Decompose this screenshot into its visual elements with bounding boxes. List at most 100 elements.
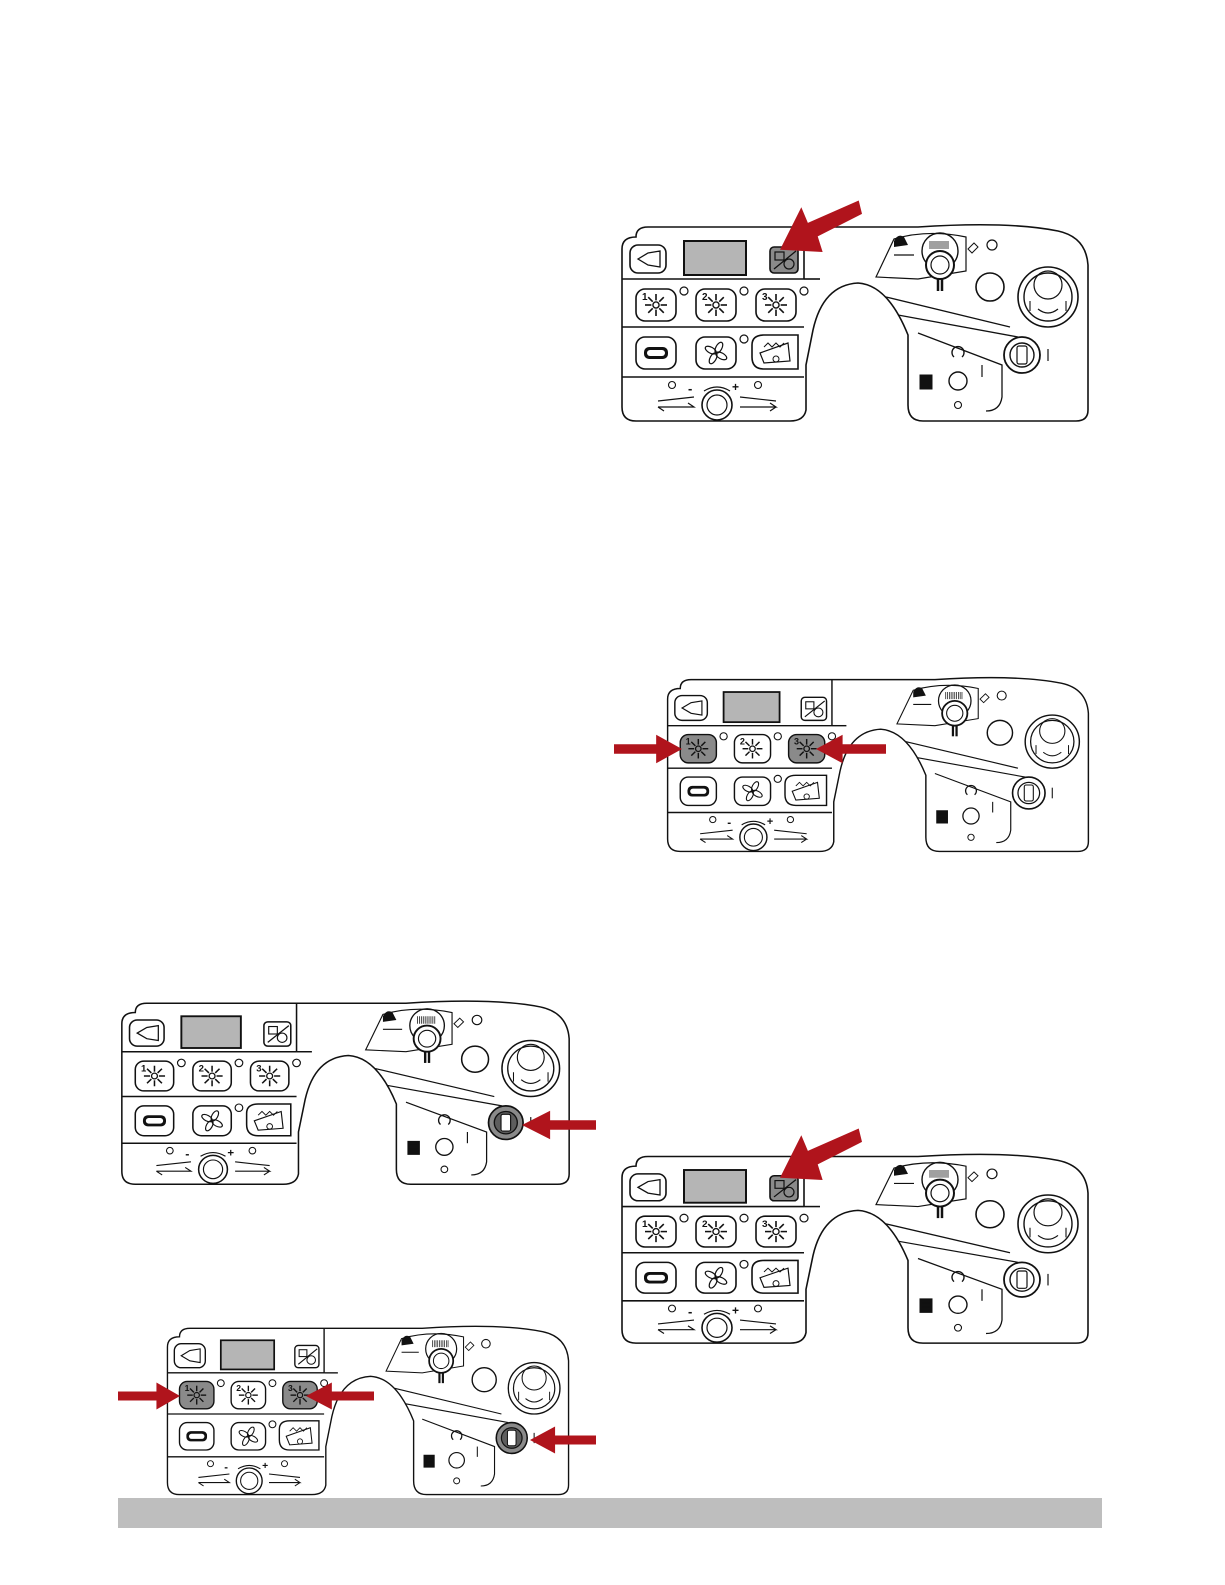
svg-text:-: - xyxy=(185,1147,189,1161)
svg-text:-: - xyxy=(688,1304,692,1319)
svg-text:+: + xyxy=(227,1147,234,1159)
svg-text:+: + xyxy=(262,1461,268,1472)
direction-switch-icon xyxy=(366,1009,489,1072)
speed-control-knob: -+ xyxy=(198,1461,300,1494)
key-switch-icon xyxy=(1013,777,1053,809)
detergent-icon xyxy=(785,775,827,805)
lcd-display xyxy=(684,1170,746,1203)
reset-icon xyxy=(424,1431,477,1484)
sun-brush-pressure-icon-1: 1 xyxy=(179,1380,224,1409)
emergency-stop-button xyxy=(1018,267,1078,327)
emergency-stop-button xyxy=(502,1041,560,1097)
sun-brush-pressure-icon-3: 3 xyxy=(250,1059,300,1091)
horn-icon xyxy=(630,1174,666,1201)
direction-switch-icon xyxy=(876,1162,1004,1227)
svg-text:3: 3 xyxy=(762,1219,768,1230)
vacuum-fan-icon xyxy=(734,775,781,805)
detergent-icon xyxy=(752,1260,798,1293)
callout-arrow-settings-4 xyxy=(780,1124,862,1180)
callout-arrow-settings-1 xyxy=(780,196,862,252)
lcd-display xyxy=(724,692,780,722)
svg-text:1: 1 xyxy=(642,292,648,303)
vacuum-fan-icon xyxy=(193,1104,243,1136)
sun-brush-pressure-icon-2: 2 xyxy=(231,1380,276,1409)
svg-text:-: - xyxy=(727,817,731,830)
squeegee-icon xyxy=(135,1106,173,1136)
svg-text:1: 1 xyxy=(642,1219,648,1230)
sun-brush-pressure-icon-2: 2 xyxy=(734,733,781,763)
svg-text:+: + xyxy=(732,380,739,394)
speed-control-knob: -+ xyxy=(156,1147,269,1183)
reset-icon xyxy=(920,347,982,409)
vacuum-delay-icon xyxy=(264,1022,291,1046)
svg-text:+: + xyxy=(732,1304,739,1317)
svg-text:1: 1 xyxy=(185,1383,190,1393)
svg-text:3: 3 xyxy=(288,1383,293,1393)
svg-text:2: 2 xyxy=(199,1063,204,1074)
footer-bar xyxy=(118,1498,1102,1528)
svg-text:2: 2 xyxy=(740,736,745,746)
detergent-icon xyxy=(752,335,798,369)
callout-arrow-brush3-2 xyxy=(816,732,886,766)
svg-text:2: 2 xyxy=(702,292,708,303)
svg-text:3: 3 xyxy=(762,292,768,303)
lcd-display xyxy=(221,1340,274,1369)
key-switch-icon xyxy=(1004,1262,1048,1297)
speed-control-knob: -+ xyxy=(700,816,807,851)
key-switch-icon xyxy=(496,1423,534,1454)
emergency-stop-button xyxy=(508,1363,560,1414)
vacuum-delay-icon xyxy=(295,1345,319,1367)
sun-brush-pressure-icon-3: 3 xyxy=(756,287,808,321)
callout-arrow-key-3 xyxy=(522,1108,596,1142)
sun-brush-pressure-icon-1: 1 xyxy=(135,1059,185,1091)
lcd-display xyxy=(181,1016,241,1048)
direction-switch-icon xyxy=(876,233,1004,301)
svg-text:1: 1 xyxy=(686,736,691,746)
reset-icon xyxy=(408,1115,468,1173)
sun-brush-pressure-icon-2: 2 xyxy=(696,287,748,321)
horn-icon xyxy=(130,1020,165,1046)
vacuum-fan-icon xyxy=(696,335,748,369)
svg-text:-: - xyxy=(688,381,692,396)
sun-brush-pressure-icon-1: 1 xyxy=(636,287,688,321)
svg-text:-: - xyxy=(224,1462,228,1474)
svg-text:3: 3 xyxy=(256,1063,261,1074)
squeegee-icon xyxy=(636,337,676,369)
callout-arrow-brush3-5 xyxy=(306,1380,374,1412)
svg-text:2: 2 xyxy=(236,1383,241,1393)
squeegee-icon xyxy=(680,777,716,805)
speed-control-knob: -+ xyxy=(658,380,776,420)
squeegee-icon xyxy=(636,1262,676,1293)
vacuum-fan-icon xyxy=(696,1260,748,1293)
emergency-stop-button xyxy=(1025,715,1079,768)
direction-switch-icon xyxy=(386,1333,496,1391)
horn-icon xyxy=(675,696,708,721)
reset-icon xyxy=(920,1272,982,1332)
vacuum-delay-icon xyxy=(801,697,826,720)
speed-control-knob: -+ xyxy=(658,1304,776,1342)
sun-brush-pressure-icon-2: 2 xyxy=(193,1059,243,1091)
callout-arrow-key-5 xyxy=(530,1424,596,1456)
svg-text:3: 3 xyxy=(794,736,799,746)
detergent-icon xyxy=(247,1104,291,1136)
svg-text:2: 2 xyxy=(702,1219,708,1230)
reset-icon xyxy=(937,785,993,840)
direction-switch-icon xyxy=(897,685,1013,745)
horn-icon xyxy=(174,1344,205,1368)
horn-icon xyxy=(630,245,666,273)
lcd-display xyxy=(684,241,746,275)
callout-arrow-brush1-5 xyxy=(118,1380,180,1412)
detergent-icon xyxy=(279,1421,319,1450)
sun-brush-pressure-icon-1: 1 xyxy=(680,733,727,763)
vacuum-fan-icon xyxy=(231,1421,276,1450)
sun-brush-pressure-icon-1: 1 xyxy=(636,1214,688,1247)
squeegee-icon xyxy=(179,1423,213,1450)
sun-brush-pressure-icon-2: 2 xyxy=(696,1214,748,1247)
svg-text:1: 1 xyxy=(141,1063,146,1074)
svg-text:+: + xyxy=(767,816,773,828)
key-switch-icon xyxy=(1004,337,1048,373)
callout-arrow-brush1-2 xyxy=(614,732,682,766)
sun-brush-pressure-icon-3: 3 xyxy=(756,1214,808,1247)
emergency-stop-button xyxy=(1018,1195,1078,1253)
